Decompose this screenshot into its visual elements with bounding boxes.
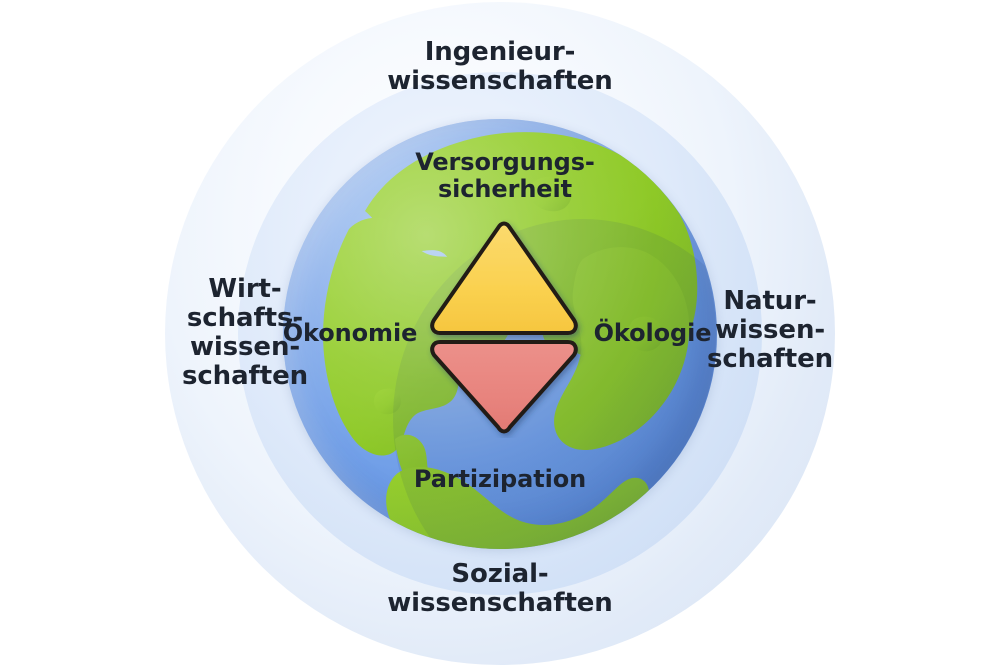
label-versorgungssicherheit: Versorgungs- sicherheit <box>415 148 595 203</box>
label-oekologie: Ökologie <box>593 319 712 347</box>
center-triangles <box>420 216 588 438</box>
label-ingenieurwissenschaften: Ingenieur- wissenschaften <box>387 37 613 97</box>
label-partizipation: Partizipation <box>413 465 587 493</box>
triangle-up-icon <box>430 221 578 335</box>
label-wirtschaftswissenschaften: Wirt- schafts- wissen- schaften <box>181 274 309 392</box>
label-naturwissenschaften: Natur- wissen- schaften <box>706 286 834 375</box>
triangle-down-icon <box>430 340 578 434</box>
label-sozialwissenschaften: Sozial- wissenschaften <box>387 559 613 619</box>
label-oekonomie: Ökonomie <box>282 319 418 347</box>
